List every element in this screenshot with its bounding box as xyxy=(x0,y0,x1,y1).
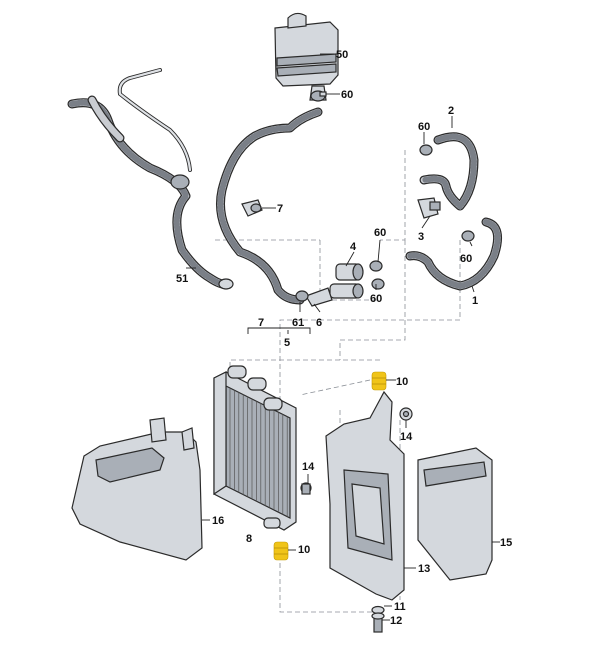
callout-14: 14 xyxy=(400,431,413,443)
callout-4: 4 xyxy=(350,241,357,253)
expansion-tank xyxy=(274,12,339,101)
callout-50: 50 xyxy=(336,49,348,61)
callout-60: 60 xyxy=(418,121,430,133)
callout-13: 13 xyxy=(418,563,430,575)
hose-clamp xyxy=(461,230,475,242)
radiator-bracket xyxy=(325,390,405,601)
callout-10: 10 xyxy=(396,376,408,388)
hose-clamp xyxy=(419,144,433,156)
air-duct-left xyxy=(71,417,203,561)
radiator-fins xyxy=(229,388,288,517)
callout-60: 60 xyxy=(370,293,382,305)
auxiliary-radiator xyxy=(213,365,297,531)
callout-12: 12 xyxy=(390,615,402,627)
coolant-hose-51 xyxy=(67,95,233,289)
temperature-sensor xyxy=(417,197,441,219)
callout-14: 14 xyxy=(302,461,315,473)
hose-clamp xyxy=(310,90,327,102)
coolant-hose-2 xyxy=(419,132,479,211)
callout-16: 16 xyxy=(212,515,224,527)
callout-2: 2 xyxy=(448,105,454,117)
callout-61: 61 xyxy=(292,317,304,329)
coolant-hose-5 xyxy=(215,107,323,305)
callout-51: 51 xyxy=(176,273,188,285)
connector-pipe xyxy=(295,287,333,307)
callout-60: 60 xyxy=(341,89,353,101)
callout-11: 11 xyxy=(394,601,406,613)
callout-8: 8 xyxy=(246,533,252,545)
callout-1: 1 xyxy=(472,295,478,307)
coolant-hose-1 xyxy=(405,217,503,291)
callout-labels: 50 60 2 60 7 60 3 4 60 51 60 1 7 61 6 5 … xyxy=(176,49,512,627)
fasteners xyxy=(300,407,413,633)
callout-7: 7 xyxy=(258,317,264,329)
rubber-mount-upper xyxy=(371,371,387,391)
callout-60: 60 xyxy=(374,227,386,239)
callout-6: 6 xyxy=(316,317,322,329)
hose-connector xyxy=(170,174,234,290)
callout-10: 10 xyxy=(298,544,310,556)
callout-7: 7 xyxy=(277,203,283,215)
callout-5: 5 xyxy=(284,337,290,349)
coolant-valve xyxy=(329,263,364,299)
rubber-mount-lower xyxy=(273,541,289,561)
leader-lines xyxy=(186,53,500,621)
hose-clamp-small xyxy=(369,260,385,290)
vent-line xyxy=(117,68,192,172)
callout-3: 3 xyxy=(418,231,424,243)
callout-60: 60 xyxy=(460,253,472,265)
hose-bracket xyxy=(241,199,263,217)
air-guide-right xyxy=(417,447,493,581)
callout-15: 15 xyxy=(500,537,512,549)
